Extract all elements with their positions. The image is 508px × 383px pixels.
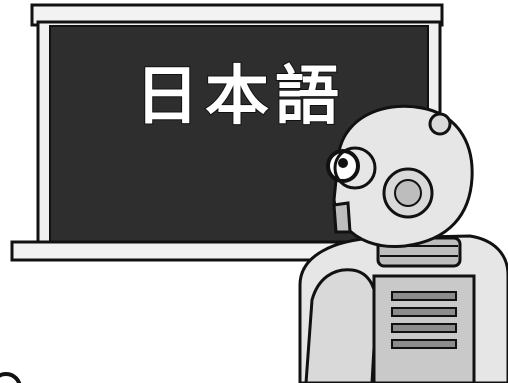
robot-left-shoulder [304,268,378,383]
robot-chest-vent [391,291,457,301]
partial-circle-decoration [0,372,22,383]
robot-pupil [338,158,348,168]
robot-chest-vent [391,323,457,333]
chalkboard-text: 日本語 [135,60,345,134]
robot-chest-vent [391,339,457,349]
robot-mouth [332,201,352,234]
robot [298,104,508,383]
robot-ear-inner [394,179,422,207]
robot-antenna-bulb [428,112,452,136]
robot-chest-vent [391,307,457,317]
robot-eye-socket [333,146,377,190]
